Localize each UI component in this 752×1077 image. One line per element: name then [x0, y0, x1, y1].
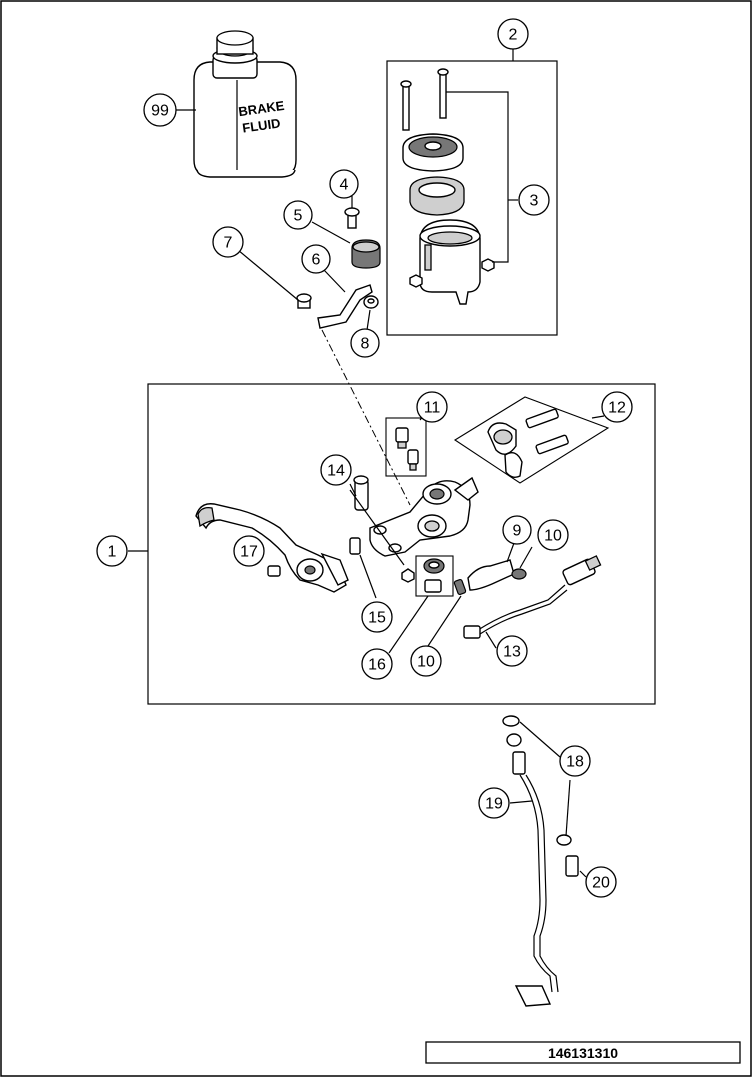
callout-12: 12: [601, 391, 633, 423]
callout-4: 4: [329, 169, 359, 199]
callout-7: 7: [212, 226, 244, 258]
master-cylinder-body: [369, 476, 479, 557]
group-12-frame: [453, 396, 610, 484]
svg-text:17: 17: [240, 544, 258, 561]
svg-text:11: 11: [424, 400, 441, 417]
drawing-number: 146131310: [548, 1045, 618, 1061]
callout-16: 16: [361, 648, 393, 680]
callout-10-lower: 10: [410, 645, 442, 677]
callout-10-upper: 10: [537, 519, 569, 551]
svg-text:99: 99: [151, 103, 169, 120]
callout-20: 20: [585, 866, 617, 898]
svg-text:19: 19: [485, 796, 503, 813]
callout-8: 8: [350, 328, 380, 358]
callout-5: 5: [283, 200, 313, 230]
callout-2: 2: [497, 18, 529, 50]
reservoir-group-frame: [386, 60, 558, 336]
fluid-can-label-line2: FLUID: [241, 115, 281, 135]
svg-text:1: 1: [108, 544, 117, 561]
master-cylinder-group-frame: [147, 383, 656, 705]
svg-text:10: 10: [544, 528, 562, 545]
svg-text:6: 6: [312, 252, 321, 269]
piston-kit: [423, 558, 445, 593]
callout-15: 15: [361, 601, 393, 633]
callout-6: 6: [301, 244, 331, 274]
switch-cable: [463, 555, 602, 639]
svg-text:4: 4: [340, 177, 349, 194]
svg-text:12: 12: [608, 400, 626, 417]
callout-9: 9: [502, 515, 532, 545]
svg-text:20: 20: [592, 875, 610, 892]
clip-upper: [511, 568, 527, 580]
group-16-frame: [415, 555, 454, 597]
svg-text:10: 10: [417, 654, 435, 671]
callout-19: 19: [478, 787, 510, 819]
handlebar-clamp: [487, 408, 569, 479]
svg-text:13: 13: [503, 644, 521, 661]
bracket-parts: [296, 207, 381, 329]
lever-spring: [349, 537, 361, 555]
svg-text:18: 18: [566, 754, 584, 771]
callout-13: 13: [496, 635, 528, 667]
callout-3: 3: [518, 184, 550, 216]
callout-11: 11: [416, 391, 448, 423]
fluid-can-label-line1: BRAKE: [237, 98, 285, 119]
svg-text:5: 5: [294, 208, 303, 225]
svg-text:8: 8: [361, 336, 370, 353]
drawing-number-box: [425, 1041, 741, 1064]
svg-text:2: 2: [509, 27, 518, 44]
short-hose: [467, 559, 515, 591]
callout-18: 18: [559, 745, 591, 777]
brake-fluid-can: BRAKE FLUID: [193, 30, 297, 178]
clutch-lever: [195, 503, 349, 593]
clip-lower: [453, 579, 467, 595]
callout-1: 1: [96, 535, 128, 567]
svg-text:14: 14: [327, 463, 345, 480]
svg-text:15: 15: [368, 610, 386, 627]
svg-text:7: 7: [224, 235, 233, 252]
callout-17: 17: [233, 535, 265, 567]
callout-99: 99: [143, 93, 177, 127]
valve-assembly: [395, 427, 419, 471]
svg-text:3: 3: [530, 193, 539, 210]
callout-14: 14: [320, 454, 352, 486]
brake-hose: [502, 715, 579, 1007]
svg-text:9: 9: [513, 523, 522, 540]
reservoir-assembly: [400, 68, 495, 305]
svg-text:16: 16: [368, 657, 386, 674]
group-11-frame: [385, 417, 427, 477]
